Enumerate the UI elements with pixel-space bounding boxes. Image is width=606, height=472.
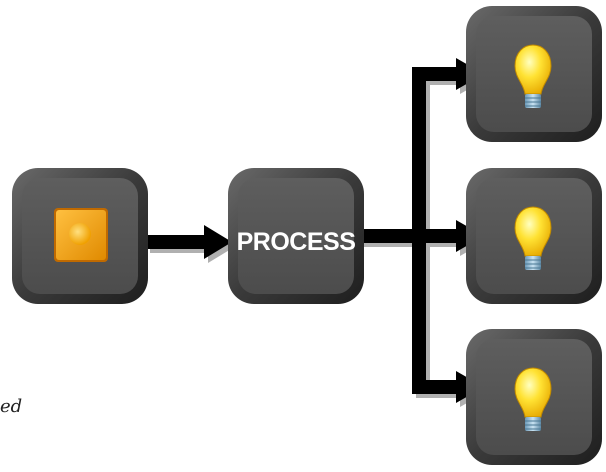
orange-square-button-icon bbox=[54, 208, 108, 262]
cropped-caption: ed bbox=[0, 396, 22, 417]
lightbulb-icon bbox=[514, 206, 552, 270]
arrow-input-to-process bbox=[146, 225, 236, 263]
process-label: PROCESS bbox=[237, 228, 356, 256]
lightbulb-icon bbox=[514, 44, 552, 108]
input-node bbox=[12, 168, 148, 304]
output-node-top bbox=[466, 6, 602, 142]
lightbulb-icon bbox=[514, 367, 552, 431]
output-node-bottom bbox=[466, 329, 602, 465]
process-node: PROCESS bbox=[228, 168, 364, 304]
output-node-middle bbox=[466, 168, 602, 304]
